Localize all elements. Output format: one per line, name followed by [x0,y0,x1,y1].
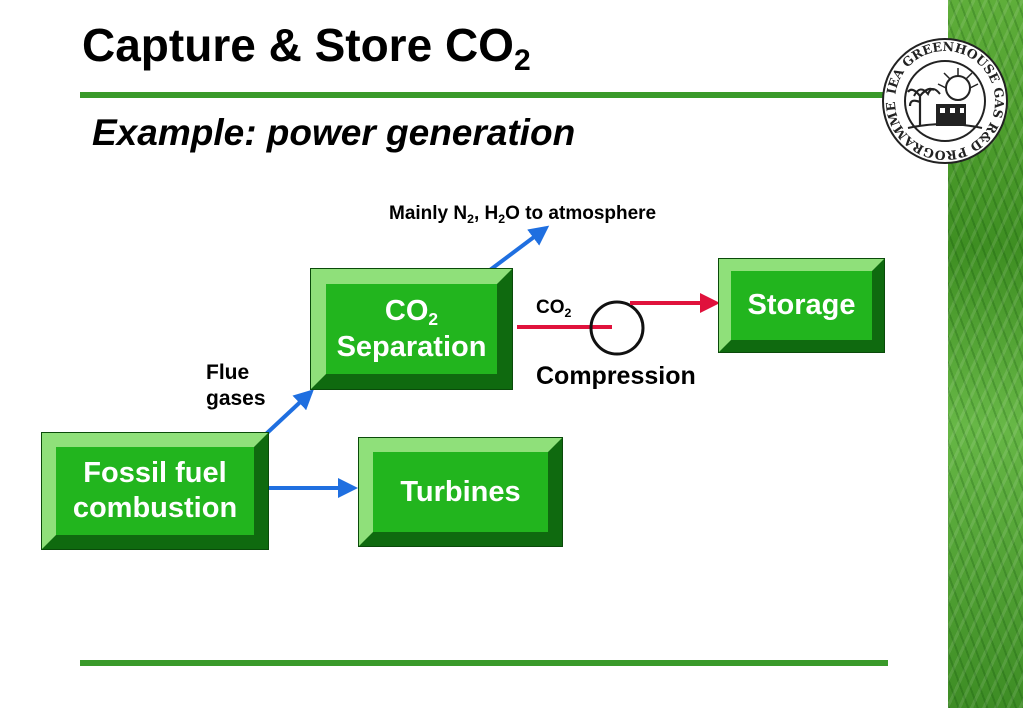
slide-subtitle: Example: power generation [92,112,576,153]
co2-flow-text: CO [536,297,565,318]
atm-sub-h: 2 [498,212,506,226]
flue-gases-label: Flue gases [206,360,266,413]
to-atmosphere-label: Mainly N2, H2O to atmosphere [389,203,656,226]
footer-rule [80,660,888,666]
co2-flow-sub: 2 [564,306,572,320]
box-fossil-fuel-combustion: Fossil fuel combustion [41,432,269,550]
separation-line2: Separation [336,330,487,363]
arrow-to-atmosphere [488,225,550,272]
separation-co: CO [384,294,429,327]
box-co2-separation: CO2 Separation [310,268,513,390]
atm-text-3: O to atmosphere [505,203,657,224]
slide-title: Capture & Store CO2 [82,18,531,78]
slide-title-subscript: 2 [513,44,531,77]
compression-label: Compression [536,362,696,390]
box-turbines: Turbines [358,437,563,547]
arrow-flue-gases [264,389,314,436]
storage-label: Storage [747,289,856,322]
atm-text-2: , H [474,203,499,224]
flue-line1: Flue [206,361,250,384]
box-storage: Storage [718,258,885,353]
slide-title-text: Capture & Store CO [82,19,514,71]
atm-sub-n: 2 [467,212,474,226]
fossil-line1: Fossil fuel [83,457,227,490]
turbines-label: Turbines [400,475,521,508]
iea-ghg-logo: IEA GREENHOUSE GAS R&D PROGRAMME [882,38,1008,164]
atm-text-1: Mainly N [389,203,468,224]
flue-line2: gases [206,387,266,411]
title-rule [80,92,888,98]
separation-co-sub: 2 [428,308,439,329]
fossil-line2: combustion [72,492,238,524]
compressor-icon [589,300,645,356]
co2-flow-label: CO2 [536,297,571,320]
